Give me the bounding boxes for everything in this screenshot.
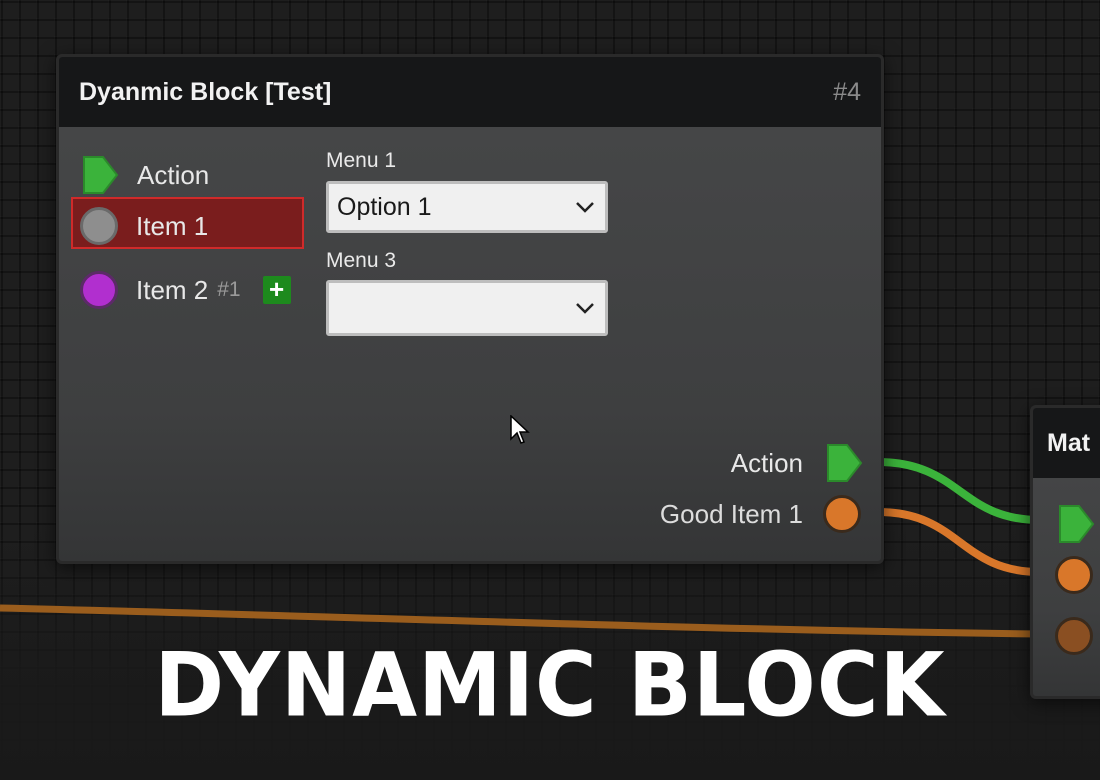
math-node-partial[interactable]: Mat [1030, 405, 1100, 699]
exec-pin-icon[interactable] [825, 443, 863, 483]
output-action-pin-row[interactable]: Action [731, 443, 863, 483]
output-good-item1-pin-row[interactable]: Good Item 1 [660, 495, 861, 533]
mouse-cursor-icon [510, 415, 530, 444]
input-item2-pin-row[interactable]: Item 2 #1 + [80, 271, 291, 309]
banner-title: DYNAMIC BLOCK [154, 633, 946, 737]
orange-pin-icon[interactable] [1055, 556, 1093, 594]
long-data-wire [0, 604, 1041, 638]
input-item2-label: Item 2 [136, 274, 209, 305]
exec-pin-icon[interactable] [81, 155, 119, 195]
node-title: Dyanmic Block [Test] [79, 77, 332, 106]
brown-pin-icon[interactable] [1055, 617, 1093, 655]
data-wire [877, 508, 1041, 576]
output-action-label: Action [730, 447, 803, 478]
menu1-select[interactable]: Option 1 [326, 181, 608, 233]
menu3-label: Menu 3 [326, 249, 397, 272]
node-header[interactable]: Dyanmic Block [Test] #4 [59, 57, 881, 127]
dynamic-block-node[interactable]: Dyanmic Block [Test] #4 Action Item 1 It… [56, 54, 884, 564]
menu1-value: Option 1 [337, 192, 432, 221]
node-header[interactable]: Mat [1033, 408, 1100, 478]
input-item1-label: Item 1 [136, 210, 209, 241]
exec-pin-icon[interactable] [1057, 504, 1095, 544]
input-action-label: Action [137, 159, 210, 190]
input-item2-index: #1 [217, 278, 241, 301]
add-pin-button[interactable]: + [262, 276, 291, 304]
node-title: Mat [1047, 428, 1091, 457]
purple-pin-icon[interactable] [80, 271, 118, 309]
chevron-down-icon [576, 303, 594, 314]
exec-wire [877, 458, 1041, 524]
input-action-pin-row[interactable]: Action [81, 155, 209, 195]
chevron-down-icon [576, 202, 594, 213]
node-id: #4 [833, 77, 861, 106]
gray-pin-icon[interactable] [80, 207, 118, 245]
menu3-select[interactable] [326, 280, 608, 336]
input-item1-pin-row[interactable]: Item 1 [80, 207, 208, 245]
menu1-label: Menu 1 [326, 149, 397, 172]
output-good-item1-label: Good Item 1 [659, 498, 803, 529]
orange-pin-icon[interactable] [823, 495, 861, 533]
